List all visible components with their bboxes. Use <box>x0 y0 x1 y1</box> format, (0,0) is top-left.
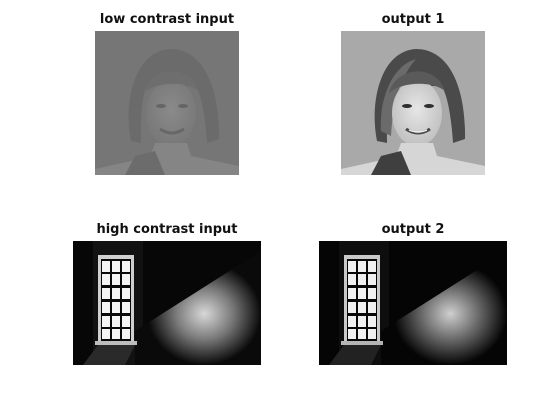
panel-title-output-1: output 1 <box>381 12 445 27</box>
image-enhanced-portrait <box>341 31 485 175</box>
image-low-contrast-portrait <box>95 31 239 175</box>
panel-title-high-contrast-input: high contrast input <box>96 222 238 237</box>
panel-title-output-2: output 2 <box>381 222 445 237</box>
panel-title-low-contrast-input: low contrast input <box>99 12 235 27</box>
image-processed-dark-room <box>319 241 507 365</box>
image-dark-room-window <box>73 241 261 365</box>
